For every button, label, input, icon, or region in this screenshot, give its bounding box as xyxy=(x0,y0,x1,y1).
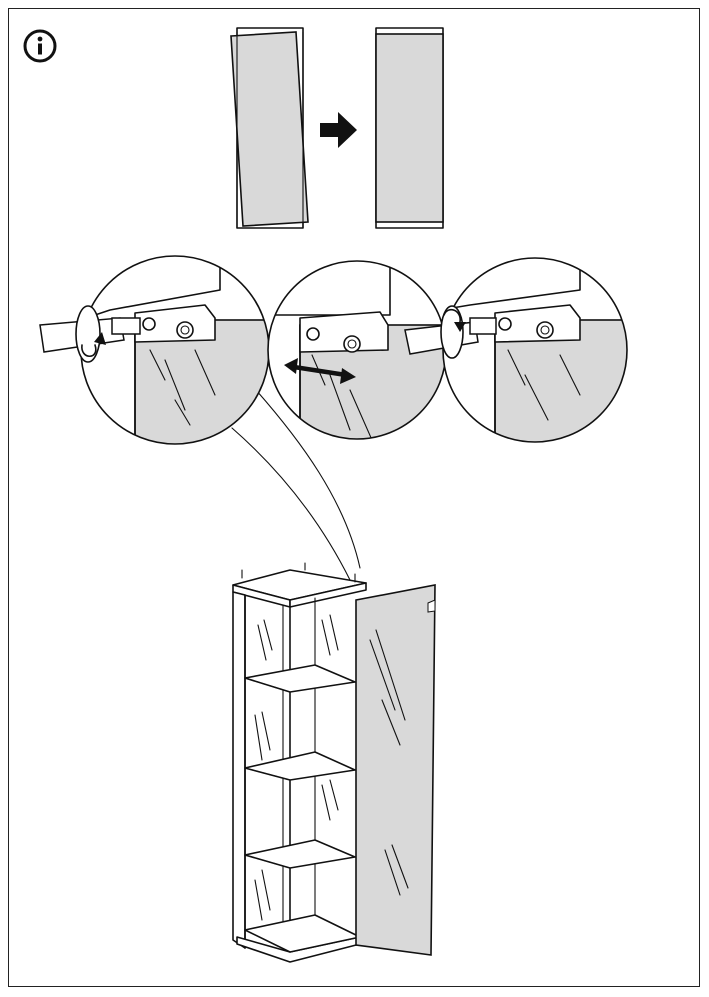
rotate-arrow-icon xyxy=(443,308,466,332)
double-arrow-horizontal-icon xyxy=(284,358,356,384)
hinge-adjust-tighten-left xyxy=(39,255,270,445)
glass-cabinet xyxy=(232,562,436,963)
info-circle-icon xyxy=(23,29,57,63)
door-misaligned xyxy=(230,27,309,229)
arrow-right-icon xyxy=(320,112,357,148)
detail-callout-lines xyxy=(231,389,361,581)
hinge-slide-adjust xyxy=(267,260,447,440)
door-aligned xyxy=(375,27,444,229)
rotate-arrow-icon xyxy=(81,332,106,358)
page-frame xyxy=(8,8,700,987)
